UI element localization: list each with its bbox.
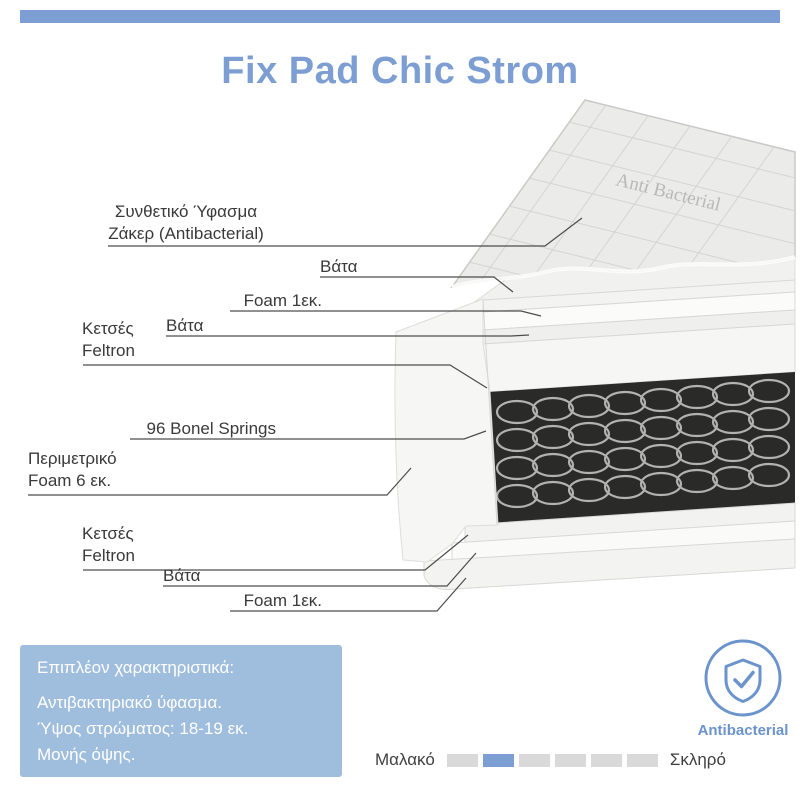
label-synthetic-fabric: Συνθετικό Ύφασμα Ζάκερ (Antibacterial) xyxy=(60,201,312,245)
firmness-segment-5 xyxy=(626,753,658,767)
top-accent-bar xyxy=(20,10,780,23)
label-vata-top: Βάτα xyxy=(320,257,358,276)
firmness-hard-label: Σκληρό xyxy=(669,750,726,769)
label-line: Ζάκερ (Antibacterial) xyxy=(108,224,264,243)
label-line: Κετσές xyxy=(82,524,134,543)
firmness-segment-2 xyxy=(518,753,550,767)
quilted-fabric: Anti Bacterial xyxy=(450,99,796,289)
page-title: Fix Pad Chic Strom xyxy=(221,50,579,92)
firmness-segment-3 xyxy=(554,753,586,767)
firmness-scale: Μαλακό Σκληρό xyxy=(375,750,726,770)
firmness-segment-0 xyxy=(446,753,478,767)
label-line: Feltron xyxy=(82,341,135,360)
label-feltron-lower: Κετσές Feltron xyxy=(82,523,172,567)
label-line: Κετσές xyxy=(82,319,134,338)
label-bonel-springs: 96 Bonel Springs xyxy=(146,419,276,438)
lower-layer-strips xyxy=(423,502,796,590)
label-line: Foam 6 εκ. xyxy=(28,471,112,490)
label-vata-bottom: Βάτα xyxy=(163,566,201,585)
label-line: Συνθετικό Ύφασμα xyxy=(114,202,258,221)
label-foam-bottom: Foam 1εκ. xyxy=(243,591,322,610)
label-line: Feltron xyxy=(82,546,135,565)
firmness-segments xyxy=(446,753,658,767)
label-vata-mid: Βάτα xyxy=(166,316,204,335)
shield-check-icon xyxy=(704,639,782,717)
perimeter-foam-side xyxy=(394,298,499,563)
antibacterial-badge: Antibacterial xyxy=(695,636,791,739)
firmness-segment-1 xyxy=(482,753,514,767)
info-box-line: Μονής όψης. xyxy=(37,745,136,764)
label-foam-top: Foam 1εκ. xyxy=(243,291,322,310)
label-perimeter-foam: Περιμετρικό Foam 6 εκ. xyxy=(28,448,178,492)
firmness-soft-label: Μαλακό xyxy=(375,750,435,769)
info-box-line: Ύψος στρώματος: 18-19 εκ. xyxy=(37,719,249,738)
extra-characteristics-box: Επιπλέον χαρακτηριστικά: Αντιβακτηριακό … xyxy=(20,645,342,777)
info-box-heading: Επιπλέον χαρακτηριστικά: xyxy=(37,658,235,677)
leader-lines xyxy=(28,217,583,612)
label-line: Περιμετρικό xyxy=(28,449,117,468)
info-box-line: Αντιβακτηριακό ύφασμα. xyxy=(37,693,223,712)
bonel-springs-band xyxy=(488,372,795,525)
antibacterial-label: Antibacterial xyxy=(697,722,789,739)
spring-coils xyxy=(495,378,791,509)
firmness-segment-4 xyxy=(590,753,622,767)
label-feltron-upper: Κετσές Feltron xyxy=(82,318,172,362)
